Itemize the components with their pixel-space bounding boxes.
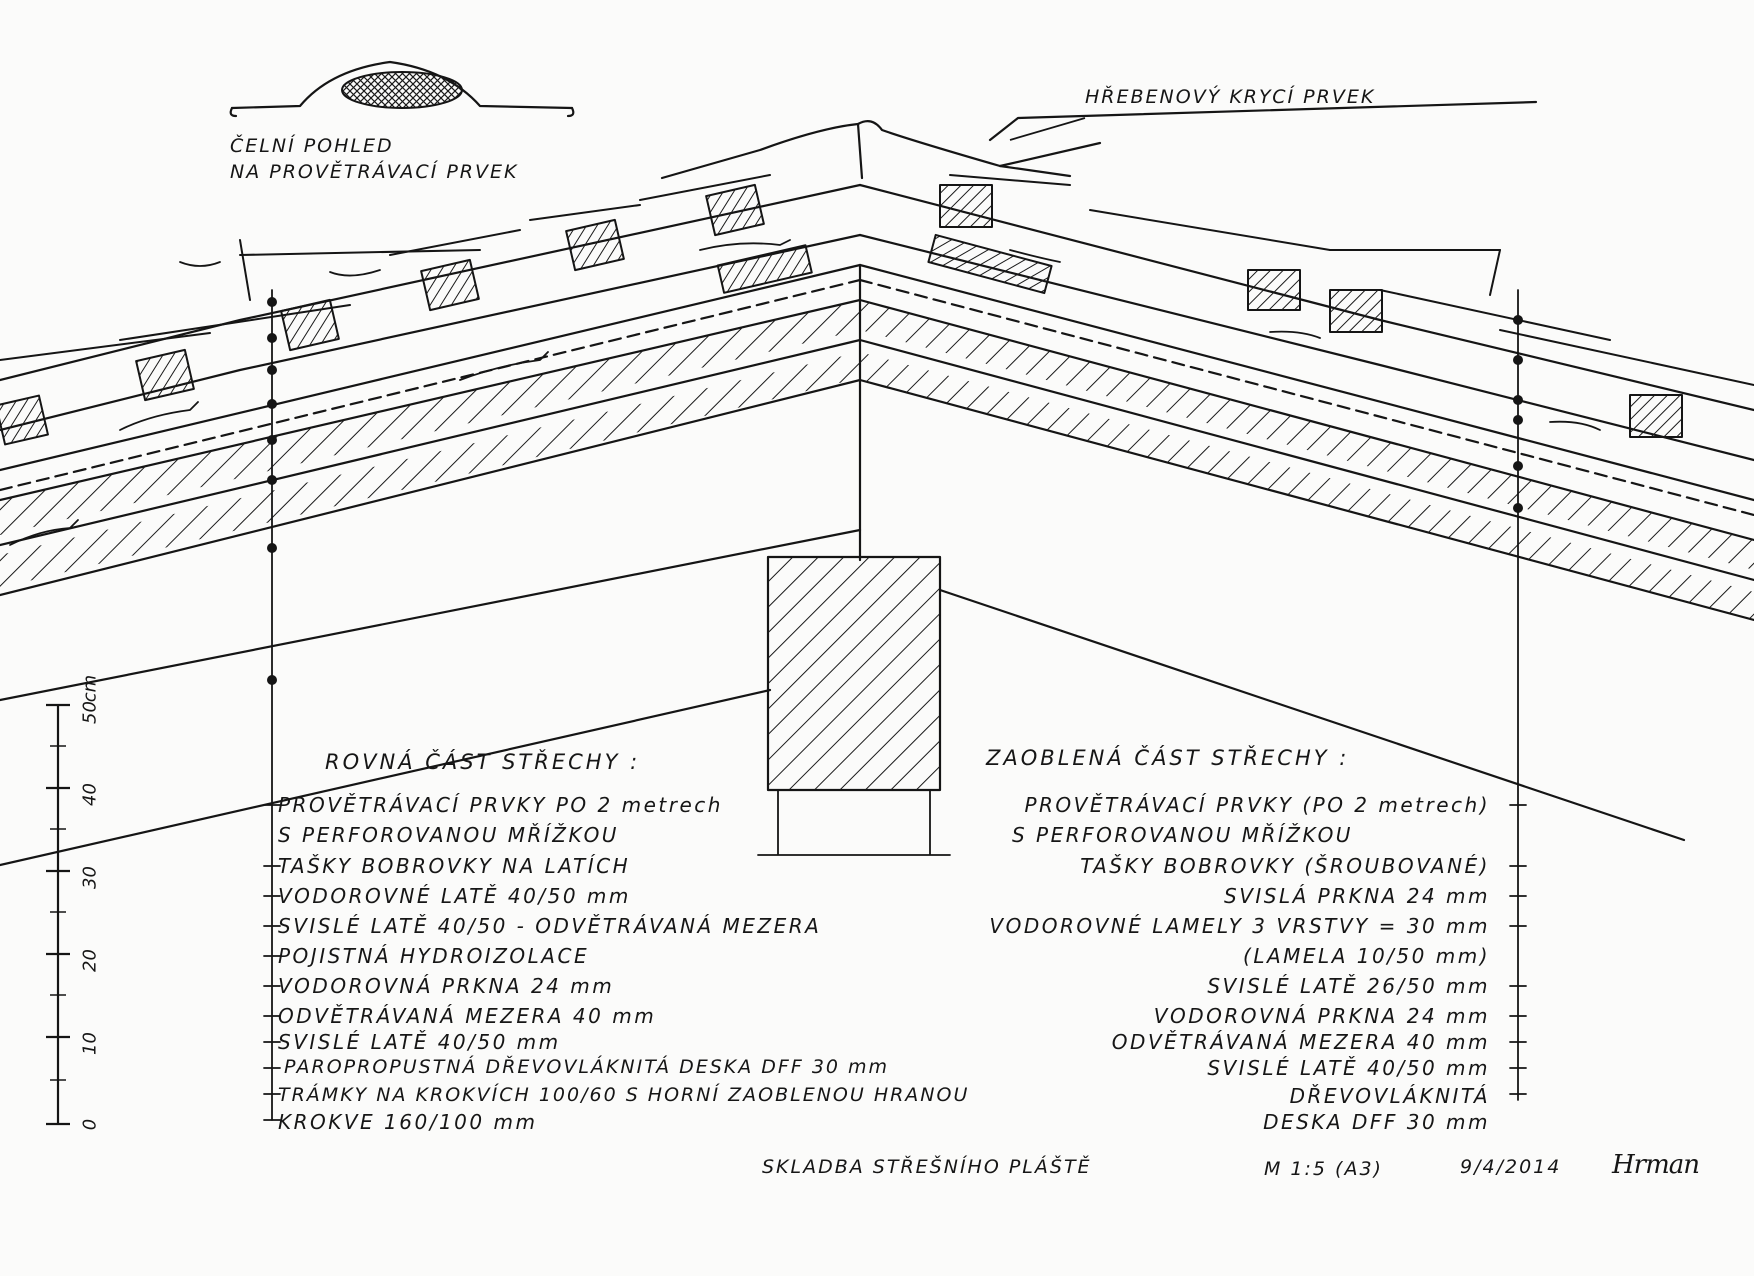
rounded-layer: DESKA DFF 30 mm [1263, 1110, 1490, 1134]
ridge-beam [766, 555, 942, 792]
straight-layer: VODOROVNÉ LATĚ 40/50 mm [278, 884, 631, 908]
straight-layer: TRÁMKY NA KROKVÍCH 100/60 S HORNÍ ZAOBLE… [278, 1084, 970, 1106]
straight-layer: SVISLÉ LATĚ 40/50 mm [278, 1030, 561, 1054]
rounded-part-heading: ZAOBLENÁ ČÁST STŘECHY : [986, 746, 1350, 770]
scale-tick-label: 20 [79, 949, 101, 972]
scale-bar [46, 703, 70, 1126]
straight-layer: KROKVE 160/100 mm [278, 1110, 538, 1134]
author-signature: Hrman [1612, 1150, 1700, 1180]
rounded-layer: ODVĚTRÁVANÁ MEZERA 40 mm [1111, 1030, 1490, 1054]
ventilation-element-front-view [229, 60, 575, 118]
scale-tick-label: 50 [79, 701, 101, 724]
ridge-cap [660, 100, 1538, 180]
airflow-arrows [9, 239, 1601, 546]
left-hatched-band-2 [0, 352, 860, 588]
ridge-cap-label: HŘEBENOVÝ KRYCÍ PRVEK [1085, 86, 1376, 108]
straight-layer: VODOROVNÁ PRKNA 24 mm [278, 974, 615, 998]
rounded-layer: VODOROVNÉ LAMELY 3 VRSTVY = 30 mm [989, 914, 1490, 938]
rounded-layer: TAŠKY BOBROVKY (ŠROUBOVANÉ) [1080, 854, 1490, 878]
rounded-layer: SVISLÉ LATĚ 40/50 mm [1207, 1056, 1490, 1080]
left-layer-ticks [263, 804, 281, 1121]
rounded-layer: VODOROVNÁ PRKNA 24 mm [1153, 1004, 1490, 1028]
scale-tick-label: 0 [79, 1118, 101, 1131]
dimension-dots [267, 297, 1523, 685]
drawing-date: 9/4/2014 [1460, 1156, 1562, 1178]
straight-layer: SVISLÉ LATĚ 40/50 - ODVĚTRÁVANÁ MEZERA [278, 914, 822, 938]
right-hatched-band-2 [860, 352, 1754, 620]
right-tiles [949, 174, 1754, 386]
scale-tick-label: 40 [79, 783, 101, 806]
left-hatched-band-1 [0, 300, 860, 535]
straight-layer: PROVĚTRÁVACÍ PRVKY PO 2 metrech [278, 793, 723, 817]
rounded-layer: DŘEVOVLÁKNITÁ [1289, 1084, 1490, 1108]
right-layer-ticks [1509, 804, 1527, 1095]
front-view-label-line2: NA PROVĚTRÁVACÍ PRVEK [230, 161, 519, 183]
straight-layer: S PERFOROVANOU MŘÍŽKOU [278, 823, 619, 847]
scale-tick-label: 10 [79, 1032, 101, 1055]
left-battens [0, 183, 813, 446]
drawing-title: SKLADBA STŘEŠNÍHO PLÁŠTĚ [762, 1156, 1092, 1178]
rounded-layer: SVISLÉ LATĚ 26/50 mm [1207, 974, 1490, 998]
right-hatched-band-1 [860, 300, 1754, 570]
straight-layer: POJISTNÁ HYDROIZOLACE [278, 944, 590, 968]
rounded-layer: (LAMELA 10/50 mm) [1243, 944, 1490, 968]
rounded-layer: PROVĚTRÁVACÍ PRVKY (PO 2 metrech) [1024, 793, 1490, 817]
rounded-layer: S PERFOROVANOU MŘÍŽKOU [1012, 823, 1353, 847]
rounded-layer: SVISLÁ PRKNA 24 mm [1224, 884, 1490, 908]
straight-layer: TAŠKY BOBROVKY NA LATÍCH [278, 854, 631, 878]
straight-layer: ODVĚTRÁVANÁ MEZERA 40 mm [278, 1004, 657, 1028]
straight-layer: PAROPROPUSTNÁ DŘEVOVLÁKNITÁ DESKA DFF 30… [284, 1056, 890, 1078]
front-view-label-line1: ČELNÍ POHLED [230, 135, 394, 157]
drawing-scale: M 1:5 (A3) [1264, 1158, 1383, 1180]
straight-part-heading: ROVNÁ ČÁST STŘECHY : [325, 750, 641, 774]
right-battens [927, 184, 1683, 438]
left-tiles [0, 174, 771, 361]
scale-tick-label: 30 [79, 866, 101, 889]
